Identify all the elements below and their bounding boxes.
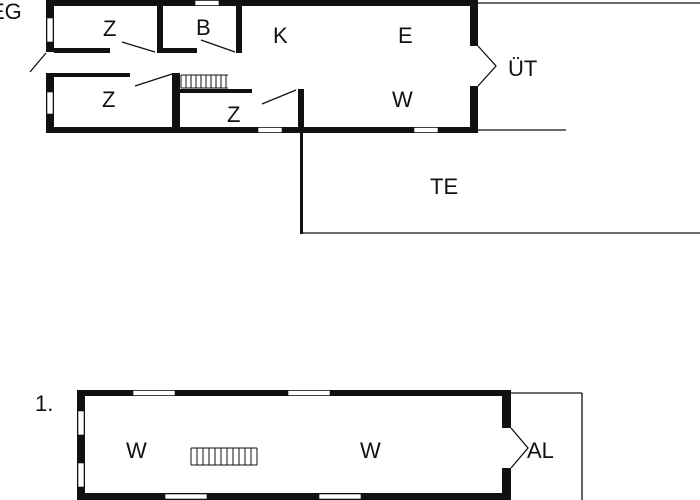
room-label-kitchen: K	[273, 23, 288, 48]
first-floor-label: 1.	[35, 391, 53, 416]
ground-floor: EG Z B K E Z Z W ÜT TE	[0, 0, 700, 234]
ground-interior-doors	[121, 39, 297, 105]
first-staircase	[190, 447, 258, 466]
room-label-living-left: W	[126, 438, 147, 463]
first-windows	[77, 390, 362, 500]
room-label-z3: Z	[227, 102, 240, 127]
room-label-dining: E	[398, 23, 413, 48]
first-wall-left	[77, 390, 85, 500]
balcony-door-leaf	[510, 427, 529, 469]
terrace-outline	[300, 2, 700, 234]
entrance-opening	[45, 52, 55, 73]
room-label-living: W	[392, 87, 413, 112]
ground-staircase	[180, 74, 228, 89]
room-label-terrace: TE	[430, 174, 458, 199]
exit-door-leaf	[477, 45, 497, 87]
exit-label: ÜT	[508, 56, 537, 81]
room-label-living-right: W	[360, 438, 381, 463]
room-label-balcony: AL	[527, 438, 554, 463]
ground-windows	[46, 0, 439, 133]
first-wall-bottom	[77, 493, 511, 500]
ground-interior-walls	[54, 6, 304, 127]
room-label-z1: Z	[103, 16, 116, 41]
room-label-bath: B	[196, 15, 211, 40]
ground-floor-label: EG	[0, 0, 22, 24]
balcony-outline	[510, 392, 583, 500]
ground-wall-top	[46, 0, 478, 6]
entrance-door-leaf	[29, 52, 47, 73]
first-floor: 1. W W AL	[35, 390, 583, 500]
exit-opening	[468, 46, 480, 86]
balcony-door-opening	[500, 428, 513, 468]
room-label-z2: Z	[102, 87, 115, 112]
